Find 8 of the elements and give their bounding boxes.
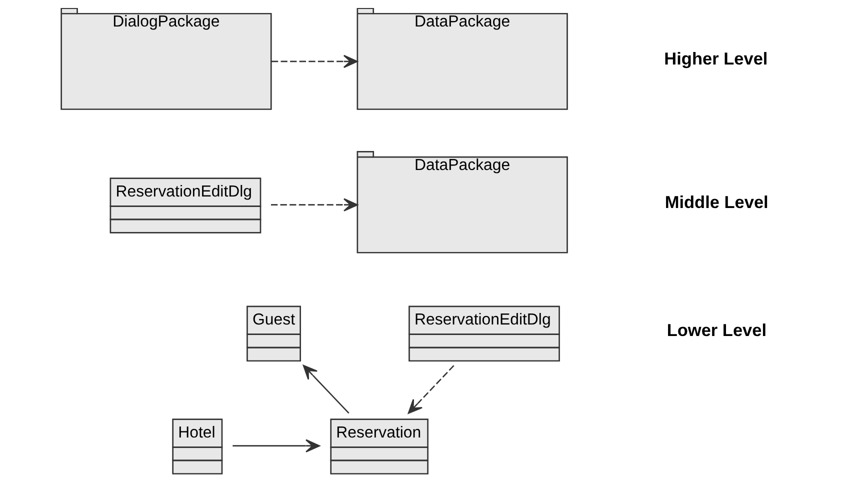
arrow — [302, 364, 349, 414]
label: Middle Level — [664, 192, 768, 212]
label: Lower Level — [666, 320, 766, 340]
arrow — [270, 198, 358, 212]
label: Higher Level — [664, 48, 768, 69]
arrow — [270, 54, 358, 68]
arrow — [232, 439, 320, 452]
arrow — [407, 365, 454, 414]
